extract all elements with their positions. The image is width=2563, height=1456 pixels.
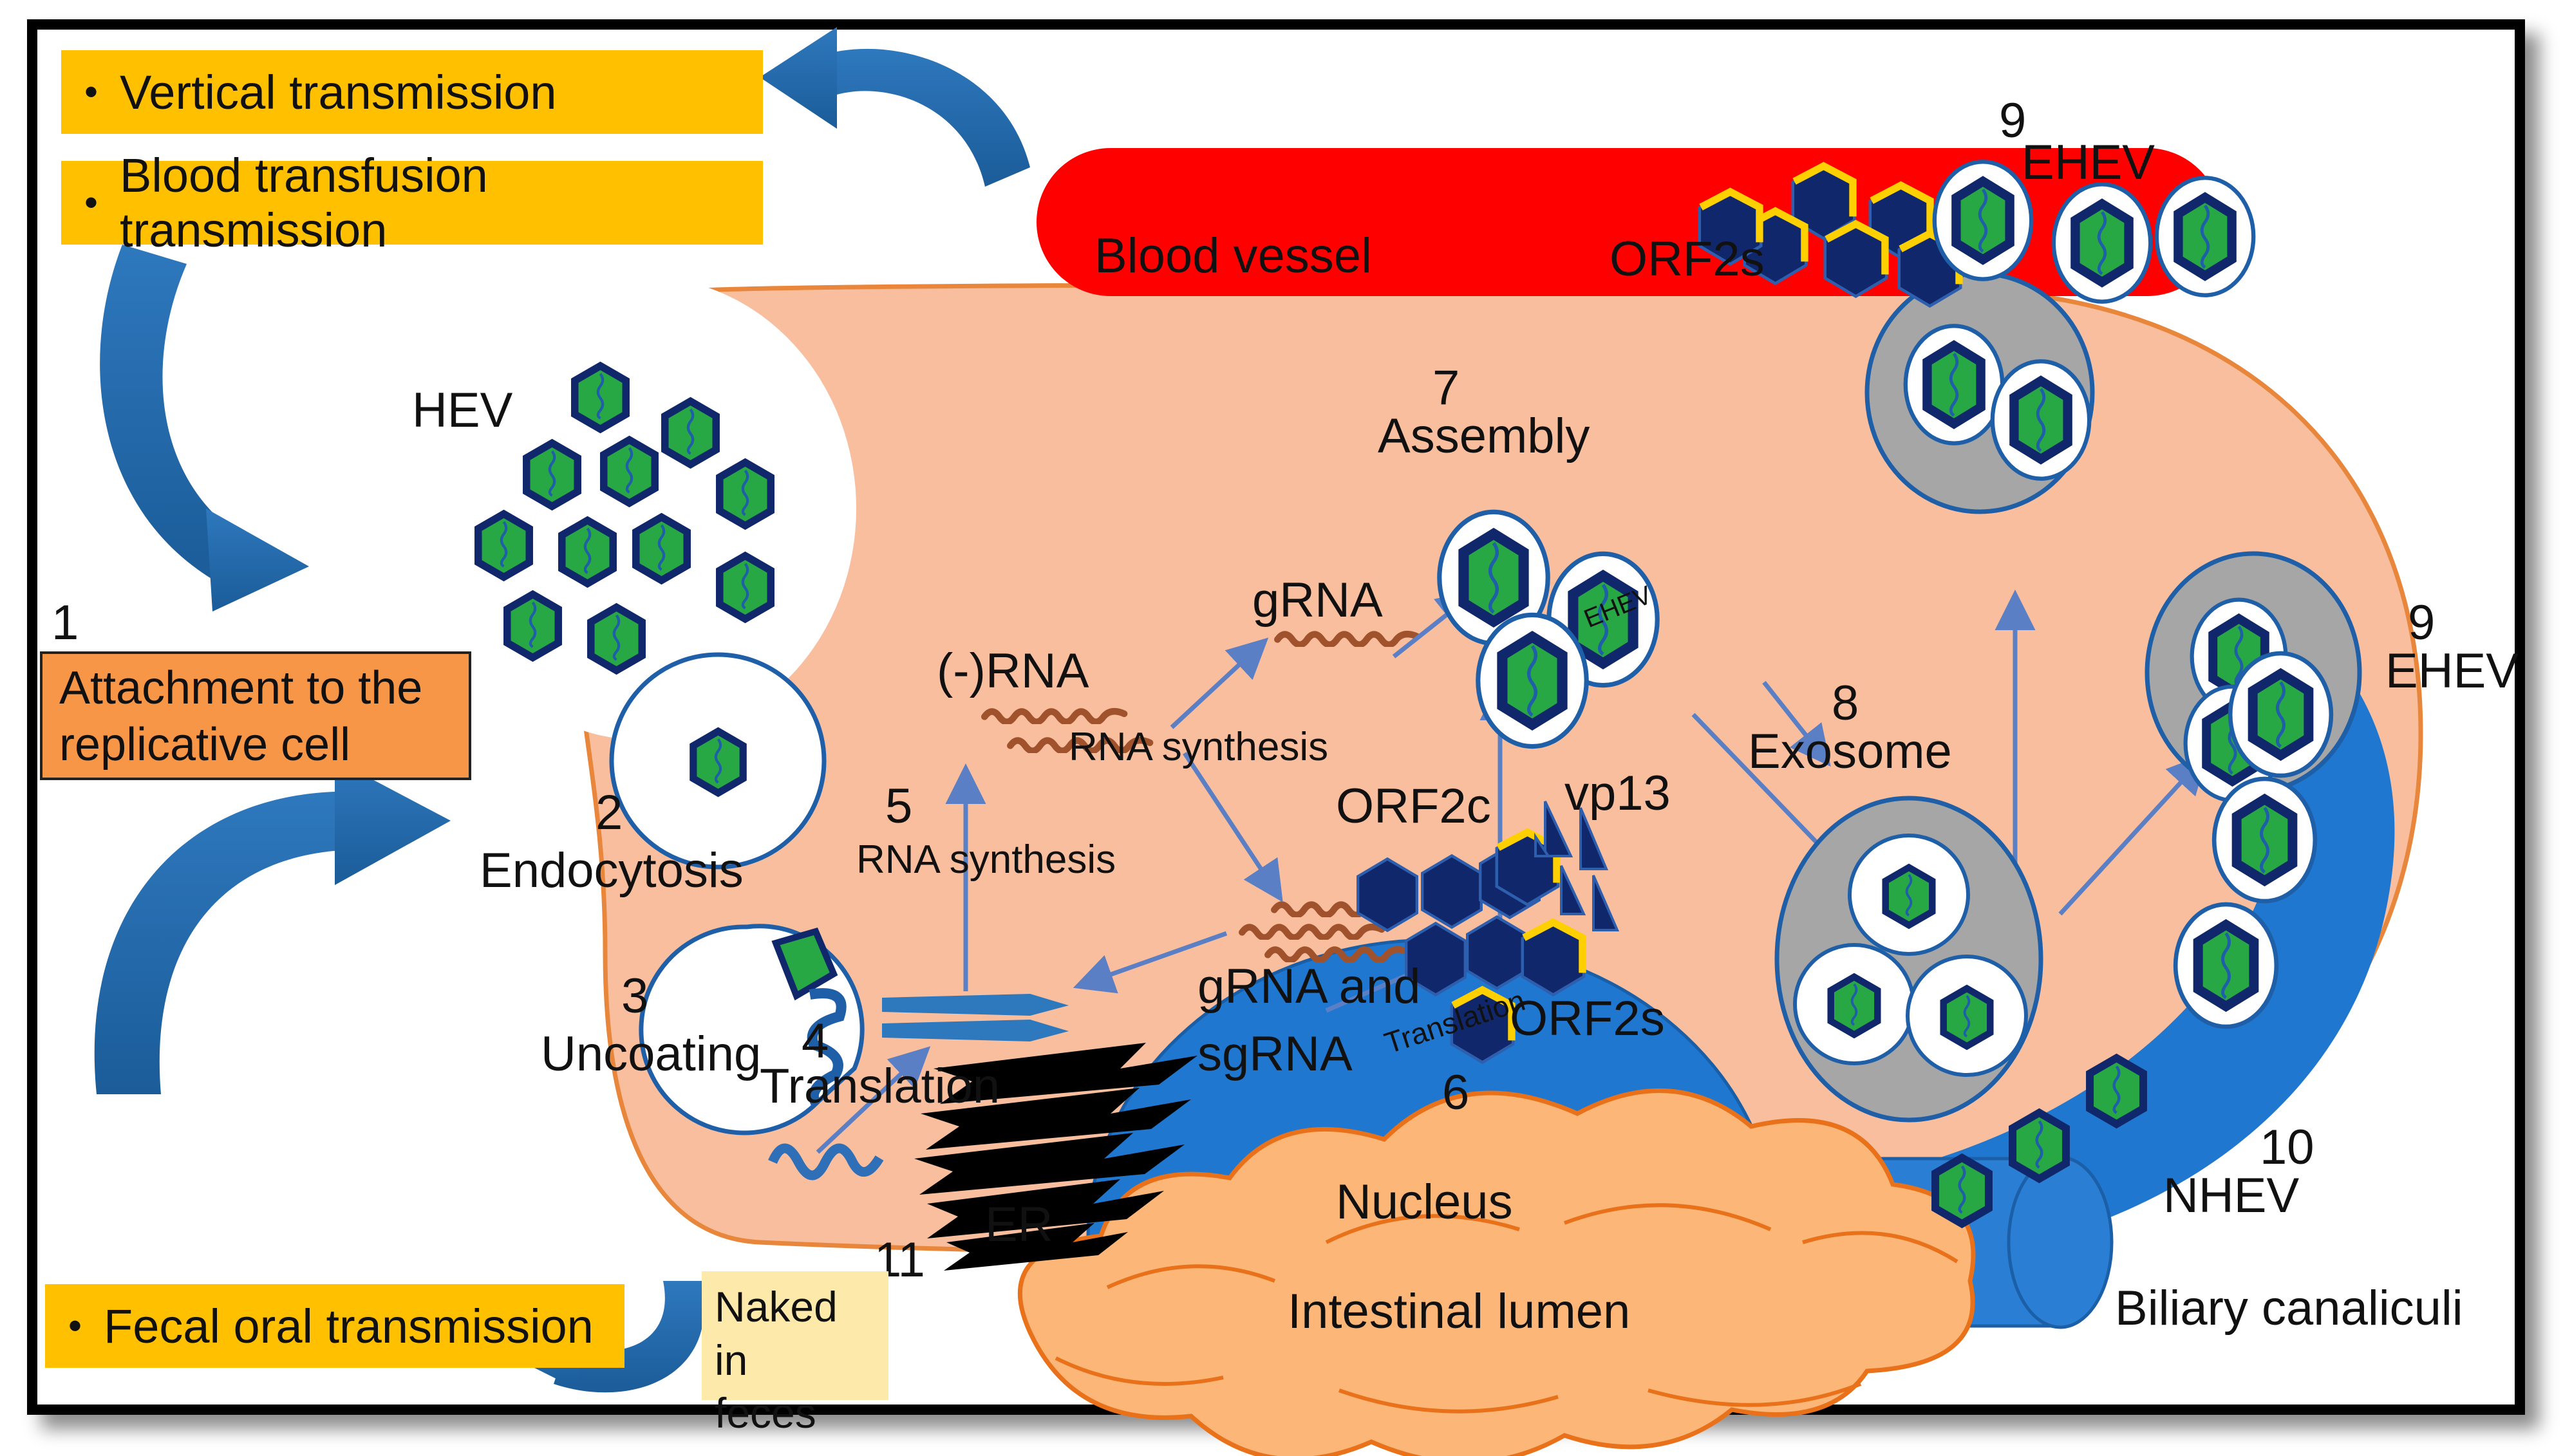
nucleus-label: Nucleus xyxy=(1336,1175,1513,1229)
hev-label: HEV xyxy=(412,383,513,438)
uncoating-label: Uncoating xyxy=(541,1027,762,1081)
biliary-canaliculi-label: Biliary canaliculi xyxy=(2115,1281,2463,1336)
bullet-icon: • xyxy=(84,70,99,113)
step-number-1: 1 xyxy=(52,595,79,650)
nhev-label: NHEV xyxy=(2163,1168,2300,1223)
step-number-9-top: 9 xyxy=(1999,93,2027,148)
step-number-5: 5 xyxy=(885,779,913,834)
bullet-icon: • xyxy=(84,181,99,224)
assembly-label: Assembly xyxy=(1378,409,1590,463)
naked-line-2: feces xyxy=(715,1389,816,1437)
translation-4-label: Translation xyxy=(760,1059,1000,1114)
attachment-line-1: Attachment to the xyxy=(59,662,423,714)
transmission-box-vertical: • Vertical transmission xyxy=(61,50,763,134)
orf2s-cyto-label: ORF2s xyxy=(1510,991,1665,1046)
naked-line-1: Naked in xyxy=(715,1283,838,1384)
process-arrows xyxy=(816,590,2208,1154)
blood-vessel-label: Blood vessel xyxy=(1094,229,1372,283)
er-label: ER xyxy=(985,1197,1053,1252)
attachment-box: Attachment to the replicative cell xyxy=(40,651,471,780)
sgrna-label: sgRNA xyxy=(1197,1027,1353,1081)
rna-squiggle-icon xyxy=(768,1143,884,1181)
ehev-vessel-label: EHEV xyxy=(2022,135,2155,190)
step-number-9-right: 9 xyxy=(2408,595,2436,650)
attachment-line-2: replicative cell xyxy=(59,718,351,770)
minus-rna-label: (-)RNA xyxy=(937,644,1089,698)
endocytosis-label: Endocytosis xyxy=(480,843,744,898)
step-number-3: 3 xyxy=(621,969,649,1023)
vp13-cluster xyxy=(1534,801,1620,931)
exosome-label: Exosome xyxy=(1748,724,1952,779)
transmission-label: Vertical transmission xyxy=(120,65,557,119)
step-number-10: 10 xyxy=(2260,1120,2314,1175)
endosome-vesicle xyxy=(609,652,827,870)
curved-arrow-attachment-lower xyxy=(94,760,451,1094)
grna-label: gRNA xyxy=(1252,573,1383,628)
curved-arrow-to-transmission-boxes xyxy=(760,27,1030,187)
ehev-right-label: EHEV xyxy=(2385,644,2519,698)
grna-and-label: gRNA and xyxy=(1197,959,1421,1014)
orf2c-label: ORF2c xyxy=(1336,779,1491,834)
bullet-icon: • xyxy=(68,1304,82,1347)
uncoating-vesicle xyxy=(639,924,865,1135)
naked-in-feces-box: Naked in feces xyxy=(702,1271,888,1437)
step-number-6: 6 xyxy=(1442,1065,1470,1120)
step-number-4: 4 xyxy=(802,1014,829,1069)
curved-arrow-attachment-upper xyxy=(100,245,309,611)
vp13-label: vp13 xyxy=(1564,766,1671,821)
exosome-body xyxy=(1774,796,2043,1123)
transmission-box-blood: • Blood transfusion transmission xyxy=(61,149,763,257)
rna-synthesis-mid-label: RNA synthesis xyxy=(1069,725,1329,769)
transmission-label: Fecal oral transmission xyxy=(104,1299,594,1353)
rna-synthesis-5-label: RNA synthesis xyxy=(856,837,1116,882)
step-number-7: 7 xyxy=(1432,360,1460,415)
golgi-icon xyxy=(882,994,1069,1041)
intestinal-lumen-label: Intestinal lumen xyxy=(1288,1284,1631,1339)
step-number-8: 8 xyxy=(1832,676,1859,731)
transmission-label: Blood transfusion transmission xyxy=(120,149,488,257)
er-stack-icon xyxy=(914,1043,1197,1271)
orf2s-vessel-label: ORF2s xyxy=(1610,232,1765,286)
transmission-box-fecal: • Fecal oral transmission xyxy=(45,1284,624,1368)
mvb-top xyxy=(1864,271,2095,514)
step-number-2: 2 xyxy=(596,785,623,840)
